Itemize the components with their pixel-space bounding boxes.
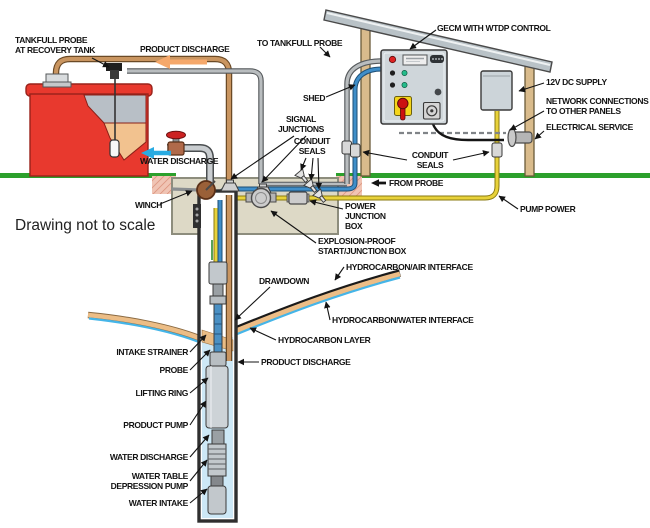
valve-handwheel xyxy=(166,130,186,140)
strainer-collar xyxy=(209,295,227,305)
water-flow-arrow xyxy=(141,147,171,159)
label-lifting-ring: LIFTING RING xyxy=(135,388,189,398)
intake-coupling xyxy=(210,475,224,487)
panel-service-cable xyxy=(431,123,504,142)
label-pump-power: PUMP POWER xyxy=(520,204,576,214)
valve-body xyxy=(167,141,185,156)
explosion-proof-box xyxy=(245,187,277,209)
label-conduit-seals-right: CONDUIT SEALS xyxy=(411,150,449,171)
label-network: NETWORK CONNECTIONS TO OTHER PANELS xyxy=(546,96,649,117)
coupling xyxy=(212,283,224,297)
label-dc-supply: 12V DC SUPPLY xyxy=(546,77,607,87)
pump-string xyxy=(205,261,229,515)
recovery-tank xyxy=(25,63,153,177)
water-intake-body xyxy=(207,485,227,515)
label-explosion-proof: EXPLOSION-PROOF START/JUNCTION BOX xyxy=(318,236,406,257)
tank-probe-conduit xyxy=(127,68,347,187)
label-to-tankfull-probe: TO TANKFULL PROBE xyxy=(257,38,343,48)
label-product-pump: PRODUCT PUMP xyxy=(123,420,188,430)
product-flow-arrow xyxy=(155,55,207,69)
upper-fitting xyxy=(208,261,228,285)
label-product-discharge-well: PRODUCT DISCHARGE xyxy=(261,357,351,367)
label-water-intake: WATER INTAKE xyxy=(128,498,189,508)
label-water-discharge-tank: WATER DISCHARGE xyxy=(140,156,219,166)
label-hydrocarbon-layer: HYDROCARBON LAYER xyxy=(278,335,371,345)
panel-display xyxy=(402,54,428,66)
label-power-junction-box: POWER JUNCTION BOX xyxy=(345,201,386,232)
panel-led-red xyxy=(388,55,397,64)
power-junction-box xyxy=(286,191,310,205)
label-tankfull-probe: TANKFULL PROBE AT RECOVERY TANK xyxy=(15,35,96,56)
label-hydrocarbon-water: HYDROCARBON/WATER INTERFACE xyxy=(332,315,474,325)
label-drawdown: DRAWDOWN xyxy=(259,276,310,286)
label-hydrocarbon-air: HYDROCARBON/AIR INTERFACE xyxy=(346,262,473,272)
label-water-discharge-well: WATER DISCHARGE xyxy=(109,452,189,462)
tankfull-probe-body xyxy=(109,139,120,158)
drawdown-curves xyxy=(87,269,401,344)
tank-probe-fitting xyxy=(106,63,122,71)
panel-led-green-2 xyxy=(401,82,408,88)
product-discharge-pipe xyxy=(52,55,233,361)
conduit-seal-cylinders xyxy=(341,140,503,158)
shed-post-right xyxy=(524,59,535,177)
label-intake-strainer: INTAKE STRAINER xyxy=(116,347,188,357)
label-winch: WINCH xyxy=(135,200,163,210)
leader-lines xyxy=(91,29,545,504)
panel-led-dark-1 xyxy=(389,70,396,76)
gecm-panel xyxy=(380,49,448,125)
panel-led-dark-2 xyxy=(389,82,396,88)
electrical-service-fitting xyxy=(507,127,533,148)
water-discharge-assembly xyxy=(166,130,214,192)
dc-supply-box xyxy=(480,70,513,111)
label-signal-junctions: SIGNAL JUNCTIONS xyxy=(278,114,324,135)
pump-coupling xyxy=(211,429,225,445)
label-shed: SHED xyxy=(303,93,326,103)
winch xyxy=(171,180,216,228)
product-pump-body xyxy=(205,365,229,429)
conduit-seals-vault xyxy=(294,168,327,203)
soil-hatch-left xyxy=(152,176,176,194)
label-product-discharge-top: PRODUCT DISCHARGE xyxy=(140,44,230,54)
panel-button-strip[interactable] xyxy=(430,55,444,63)
label-electrical-service: ELECTRICAL SERVICE xyxy=(546,122,633,132)
scale-note: Drawing not to scale xyxy=(15,217,156,234)
panel-led-green-1 xyxy=(401,70,408,76)
label-from-probe: FROM PROBE xyxy=(389,178,444,188)
label-conduit-seals-upper: CONDUIT SEALS xyxy=(293,136,331,157)
label-probe: PROBE xyxy=(159,365,189,375)
shed-structure xyxy=(323,9,553,177)
label-gecm: GECM WITH WTDP CONTROL xyxy=(437,23,551,33)
lifting-ring-fitting xyxy=(209,351,227,367)
label-wtd-pump: WATER TABLE DEPRESSION PUMP xyxy=(110,471,189,492)
probe-rod xyxy=(213,303,223,355)
panel-port xyxy=(434,88,442,96)
from-probe-arrow xyxy=(371,179,386,187)
